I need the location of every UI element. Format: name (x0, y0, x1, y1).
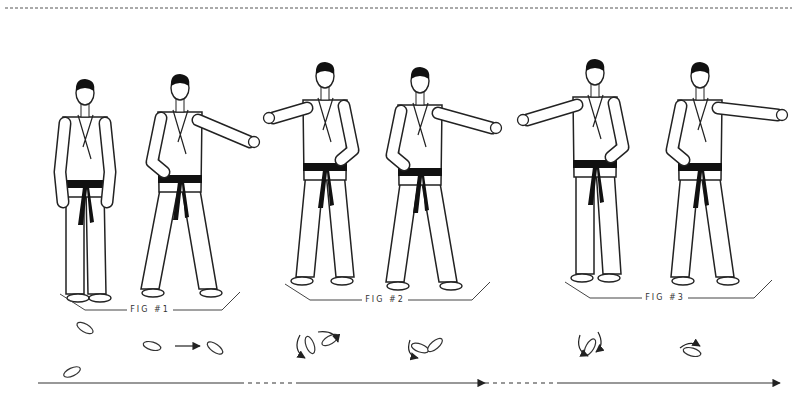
karateka-figure (518, 59, 624, 282)
footprint (62, 365, 82, 380)
gi-sleeve-fill (152, 118, 164, 172)
direction-line (38, 382, 240, 383)
bare-foot (440, 282, 462, 290)
gi-sleeve (198, 120, 250, 142)
gi-sleeve-fill (672, 106, 684, 160)
bare-foot (672, 277, 694, 285)
gi-sleeve (341, 106, 353, 160)
hair (411, 67, 429, 79)
gi-trouser-leg (141, 184, 179, 289)
gi-sleeve (718, 108, 778, 115)
gi-lapel (588, 95, 603, 139)
bare-foot (331, 277, 353, 285)
fist (249, 137, 260, 148)
belt-ends (588, 167, 604, 205)
gi-lapel (413, 103, 428, 147)
gi-sleeve-fill (718, 108, 778, 115)
belt-ends (78, 187, 94, 225)
gi-sleeve (527, 105, 577, 120)
gi-sleeve (392, 111, 404, 165)
gi-sleeve (105, 123, 110, 202)
gi-lapel (318, 98, 333, 142)
gi-sleeve-fill (611, 103, 623, 157)
gi-sleeve (60, 123, 65, 202)
direction-line (560, 382, 780, 383)
step-arrow (297, 335, 305, 358)
step-arrow (579, 335, 588, 356)
karateka-figure (264, 62, 355, 285)
gi-trouser-leg (386, 177, 419, 282)
footprint (75, 320, 95, 336)
step-arrow (596, 332, 601, 352)
fist (518, 115, 529, 126)
gi-sleeve-fill (438, 113, 492, 128)
step-arrow (318, 332, 338, 342)
footprint (142, 340, 161, 352)
karateka-figure (671, 62, 788, 285)
fist (264, 113, 275, 124)
direction-line (485, 382, 560, 383)
dashed-rule (5, 8, 792, 9)
step-arrow (680, 343, 700, 348)
hair (586, 59, 604, 71)
bare-foot (291, 277, 313, 285)
belt-ends (693, 170, 709, 208)
bare-foot (142, 289, 164, 297)
bare-foot (571, 274, 593, 282)
karateka-figure (141, 74, 260, 297)
hair (316, 62, 334, 74)
bare-foot (387, 282, 409, 290)
hair (171, 74, 189, 86)
footprint (410, 341, 430, 355)
figure-label: FIG #3 (642, 293, 688, 303)
step-arrow (409, 340, 418, 358)
gi-sleeve (152, 118, 164, 172)
footprint (205, 340, 224, 357)
bare-foot (717, 277, 739, 285)
direction-line (240, 382, 300, 383)
belt-ends (173, 182, 189, 220)
gi-sleeve-fill (341, 106, 353, 160)
karateka-figure (60, 79, 111, 302)
gi-lapel (78, 115, 93, 159)
gi-sleeve (438, 113, 492, 128)
gi-sleeve-fill (198, 120, 250, 142)
footprint (303, 335, 317, 355)
gi-trouser-leg (296, 172, 324, 277)
gi-sleeve (672, 106, 684, 160)
hair (76, 79, 94, 91)
gi-sleeve-fill (527, 105, 577, 120)
gi-lapel (693, 98, 708, 142)
gi-sleeve-fill (105, 123, 110, 202)
bare-foot (598, 274, 620, 282)
belt-ends (413, 175, 429, 213)
figure-label: FIG #1 (127, 305, 173, 315)
gi-trouser-leg (671, 172, 699, 277)
footprint (426, 336, 445, 354)
footprint (682, 346, 701, 358)
gi-sleeve (611, 103, 623, 157)
karateka-figure (386, 67, 502, 290)
gi-sleeve (273, 108, 307, 118)
gi-sleeve-fill (273, 108, 307, 118)
bare-foot (200, 289, 222, 297)
direction-line (300, 382, 485, 383)
bare-foot (89, 294, 111, 302)
fist (777, 110, 788, 121)
belt-ends (318, 170, 334, 208)
step-arrow (175, 345, 200, 346)
hair (691, 62, 709, 74)
figure-label: FIG #2 (362, 295, 408, 305)
gi-sleeve-fill (392, 111, 404, 165)
gi-lapel (173, 110, 188, 154)
gi-sleeve-fill (60, 123, 65, 202)
black-belt (63, 180, 107, 188)
fist (491, 123, 502, 134)
